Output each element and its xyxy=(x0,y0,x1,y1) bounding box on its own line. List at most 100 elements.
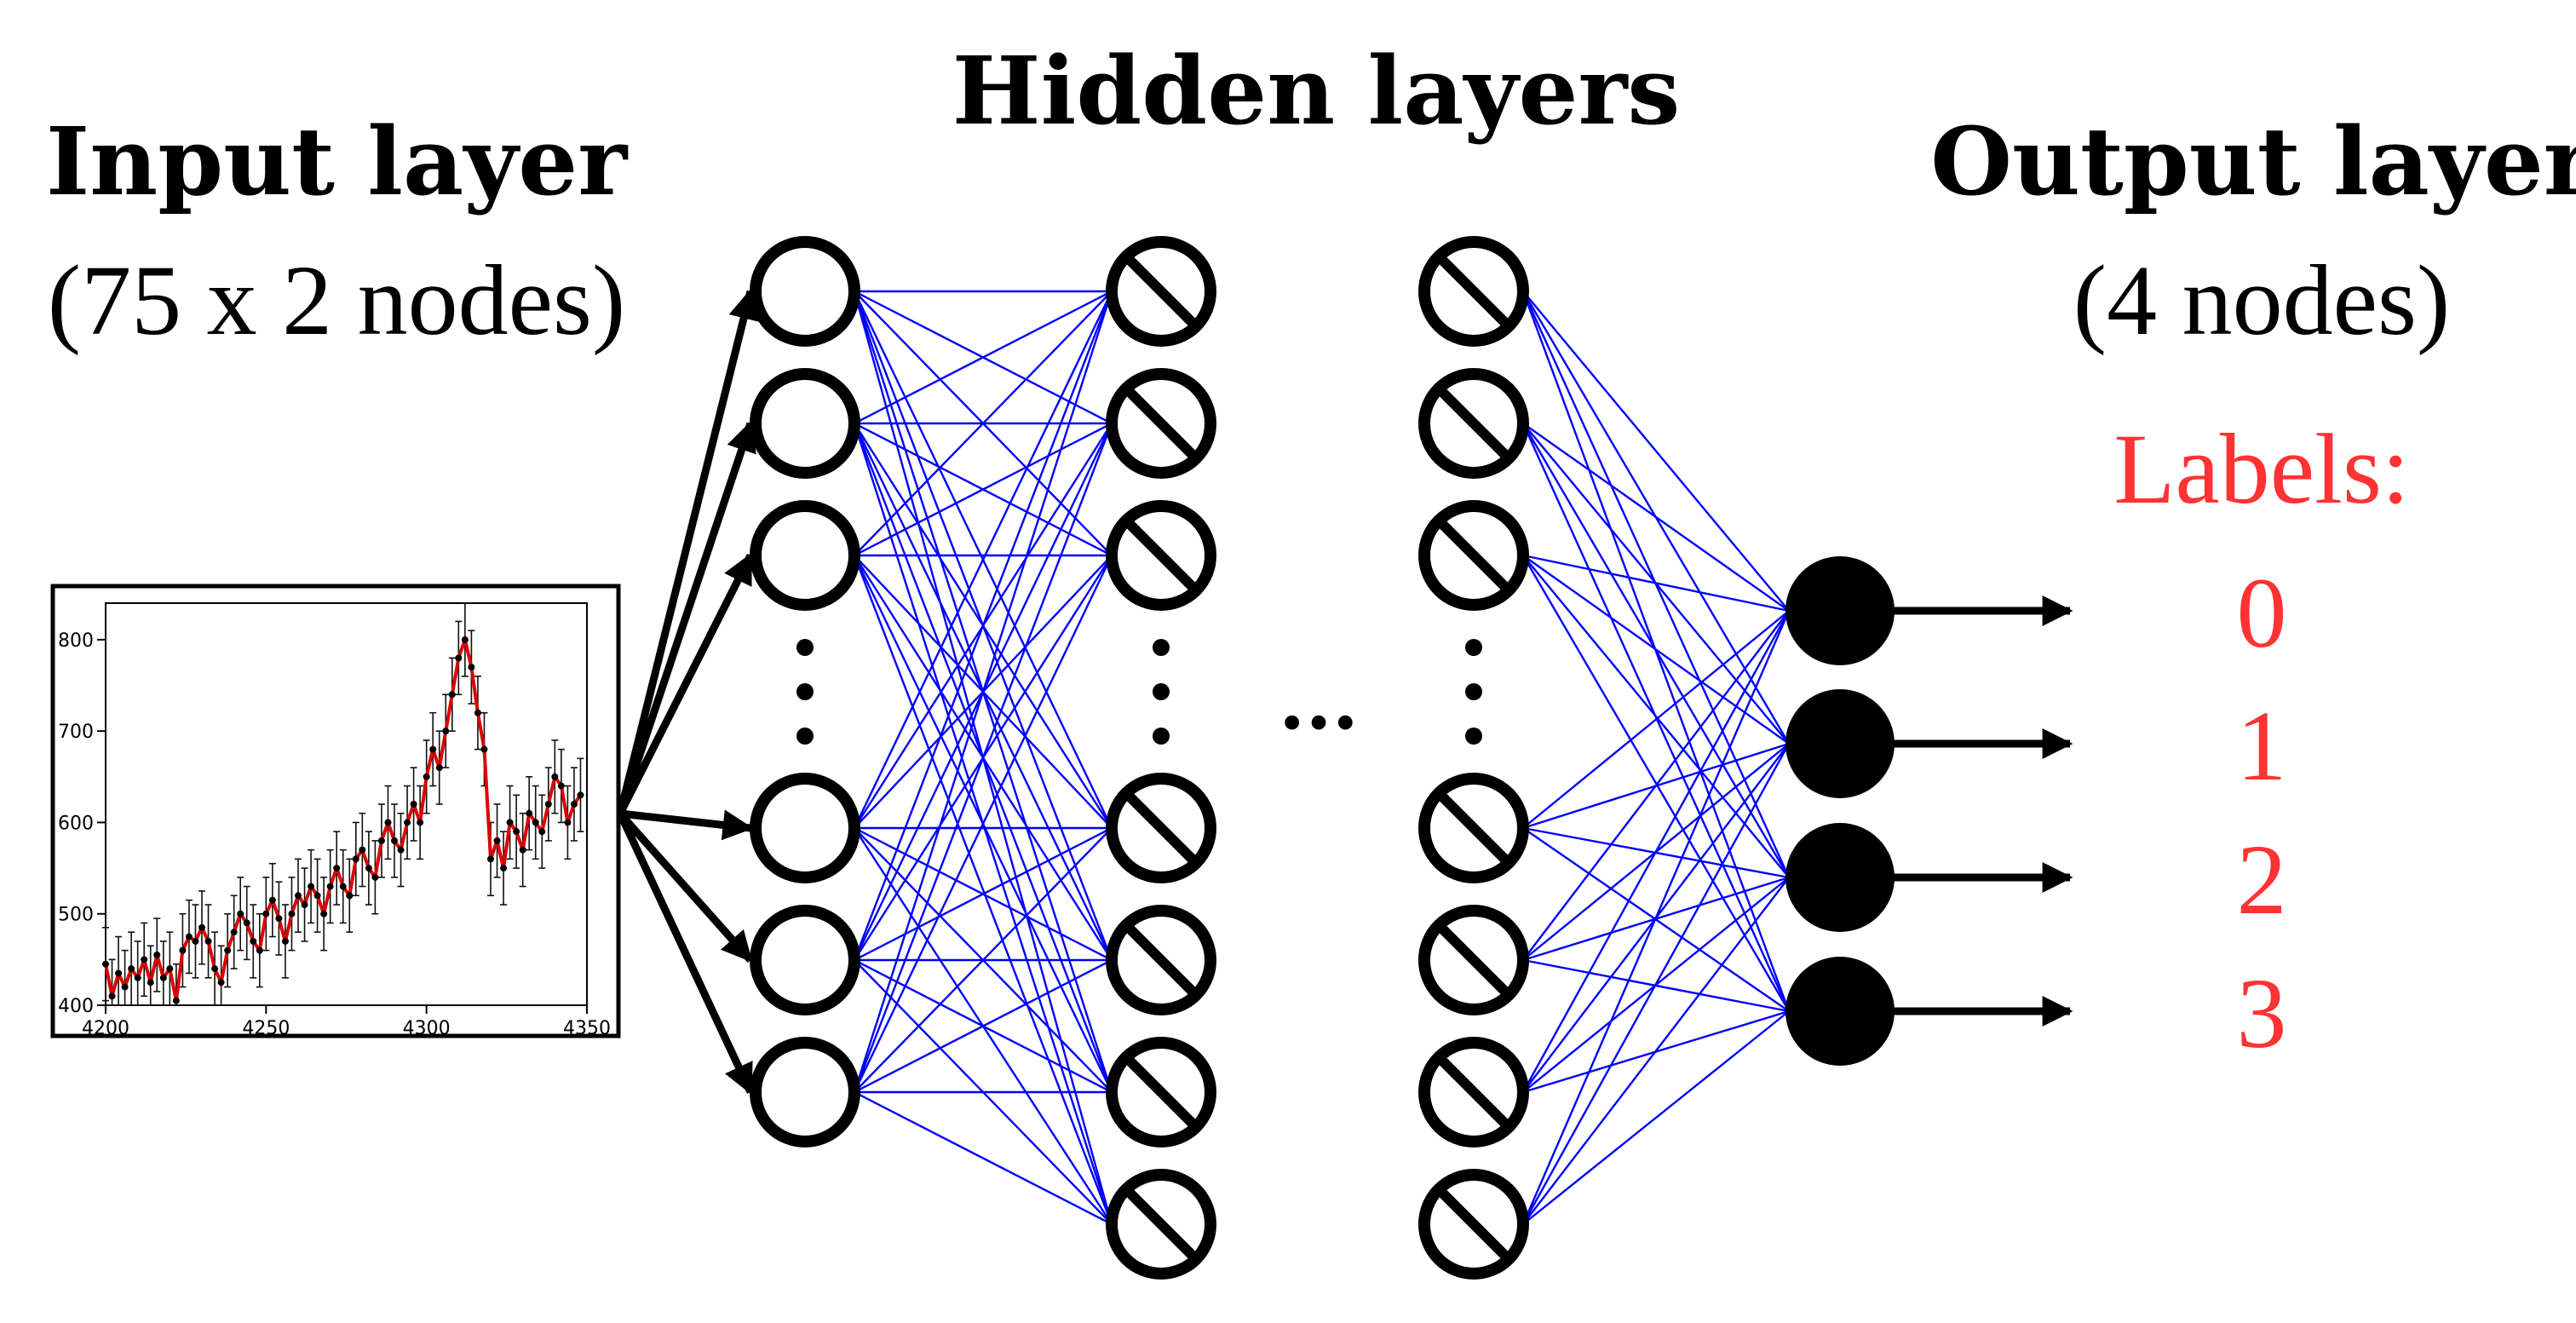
hidden-node-slashed xyxy=(1106,773,1216,883)
data-point xyxy=(570,801,578,808)
data-point xyxy=(513,828,520,836)
data-point xyxy=(448,691,456,699)
connection-line xyxy=(1522,610,1790,829)
data-point xyxy=(397,846,405,854)
node-slash xyxy=(1434,515,1514,595)
data-point xyxy=(166,965,174,973)
x-tick-label: 4300 xyxy=(403,1018,451,1039)
connection-line xyxy=(854,1090,1113,1226)
data-point xyxy=(526,809,533,817)
output-node xyxy=(1785,556,1895,665)
connection-line xyxy=(853,290,1113,1093)
vertical-ellipsis-dots xyxy=(796,639,1482,745)
data-point xyxy=(346,892,354,900)
connection-line xyxy=(853,290,1113,961)
hidden-node-slashed xyxy=(1106,905,1216,1015)
node-slash xyxy=(1121,1184,1201,1264)
node-slash xyxy=(1434,1052,1514,1132)
node-circle xyxy=(750,1037,860,1148)
ellipsis-dot xyxy=(796,639,814,656)
data-point xyxy=(333,865,341,872)
hidden-node-open xyxy=(750,905,860,1015)
label-value: 1 xyxy=(2237,690,2287,802)
input-arrow xyxy=(616,420,756,815)
node-slash xyxy=(1121,1052,1201,1132)
data-point xyxy=(198,923,205,931)
data-point xyxy=(391,837,398,844)
data-point xyxy=(102,960,109,968)
input-arrow xyxy=(616,812,755,1096)
data-point xyxy=(365,865,372,872)
x-tick-label: 4250 xyxy=(242,1018,290,1039)
connection-line xyxy=(1521,555,1791,1012)
data-point xyxy=(262,910,270,917)
input-layer-title: Input layer xyxy=(46,106,629,216)
node-circle xyxy=(750,773,860,883)
hidden-node-slashed xyxy=(1418,236,1529,347)
data-point xyxy=(230,929,238,936)
data-point xyxy=(128,965,135,973)
y-tick-label: 600 xyxy=(58,813,94,834)
node-circle xyxy=(750,236,860,347)
data-point xyxy=(320,910,328,917)
connection-line xyxy=(1521,743,1791,1225)
data-point xyxy=(352,855,359,863)
hidden-node-slashed xyxy=(1418,1169,1529,1280)
hidden-node-slashed xyxy=(1418,368,1529,479)
data-point xyxy=(493,837,501,844)
connection-line xyxy=(1522,423,1790,612)
data-point xyxy=(268,896,276,904)
data-point xyxy=(487,855,494,863)
data-point xyxy=(377,837,385,844)
ellipsis-dot xyxy=(1153,639,1170,656)
connection-line xyxy=(854,826,1113,962)
node-slash xyxy=(1121,788,1201,868)
hidden-node-slashed xyxy=(1418,905,1529,1015)
label-value: 3 xyxy=(2237,958,2287,1069)
input-arrow xyxy=(616,288,759,815)
data-point xyxy=(217,979,225,986)
connection-line xyxy=(854,290,1113,556)
y-tick-label: 700 xyxy=(58,722,94,743)
node-slash xyxy=(1121,383,1201,463)
hidden-node-slashed xyxy=(1106,1037,1216,1148)
data-point xyxy=(141,956,148,963)
data-point xyxy=(538,828,546,836)
data-point xyxy=(301,901,308,908)
data-point xyxy=(211,965,219,973)
hidden-node-open xyxy=(750,368,860,479)
connection-line xyxy=(1521,610,1791,1093)
connection-lines xyxy=(853,290,1791,1226)
hidden-node-slashed xyxy=(1418,500,1529,611)
node-slash xyxy=(1434,383,1514,463)
hidden-node-slashed xyxy=(1106,1169,1216,1280)
connection-line xyxy=(854,958,1113,1094)
input-arrow xyxy=(616,552,755,816)
connection-line xyxy=(1522,554,1790,613)
network-nodes xyxy=(750,236,1895,1280)
data-point xyxy=(384,819,392,826)
data-point xyxy=(134,974,141,981)
output-arrows xyxy=(1889,595,2073,1027)
ellipsis-dot xyxy=(796,728,814,745)
label-value: 0 xyxy=(2237,557,2287,669)
data-point xyxy=(577,791,584,799)
connection-line xyxy=(1522,290,1790,612)
data-point xyxy=(204,937,212,945)
connection-line xyxy=(1522,1010,1790,1225)
data-point xyxy=(506,819,514,826)
hidden-node-slashed xyxy=(1418,773,1529,883)
y-tick-label: 400 xyxy=(58,996,94,1017)
hidden-node-slashed xyxy=(1106,368,1216,479)
data-point xyxy=(326,883,334,890)
hidden-layers-title: Hidden layers xyxy=(952,36,1681,146)
hidden-node-open xyxy=(750,500,860,611)
data-point xyxy=(371,873,379,881)
data-point xyxy=(172,997,180,1004)
ellipsis-dot xyxy=(1153,683,1170,700)
hidden-node-open xyxy=(750,1037,860,1148)
x-tick-label: 4200 xyxy=(82,1018,129,1039)
node-slash xyxy=(1121,251,1201,331)
